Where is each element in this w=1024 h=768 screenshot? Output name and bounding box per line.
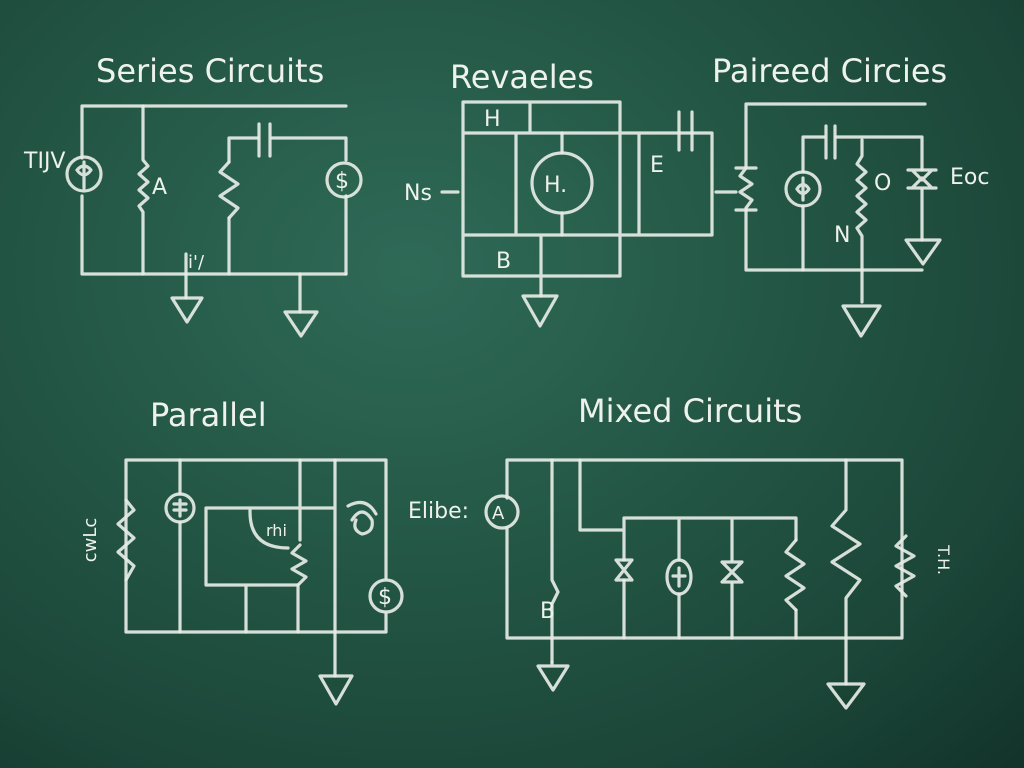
resistor-icon [116, 498, 136, 582]
ground-icon [170, 296, 204, 324]
label: O [874, 171, 891, 196]
source-glyph-icon [671, 566, 687, 588]
resistor-icon [855, 138, 868, 304]
ground-icon [521, 294, 559, 328]
ground-icon [318, 674, 354, 706]
diagram-title: Mixed Circuits [578, 392, 802, 430]
source-dollar-icon [368, 578, 404, 614]
source-dollar-icon [325, 161, 363, 199]
voltage-source-icon [65, 155, 103, 193]
wire [227, 136, 348, 276]
wire [80, 104, 348, 276]
diagram-series-circuits: Series Circuits TĲV A $ i'/ [23, 52, 363, 338]
label: Elibe: [408, 499, 469, 524]
wire [714, 102, 927, 272]
label: A [152, 175, 167, 200]
label: TĲV [23, 149, 65, 174]
source-phi-icon [784, 170, 822, 208]
diagram-mixed-circuits: Mixed Circuits Elibe: A B T.H. [408, 392, 953, 710]
wire [184, 252, 302, 314]
wire [505, 458, 904, 640]
diode-icon [614, 558, 634, 582]
label: H. [544, 173, 567, 198]
label: Eoc [950, 165, 989, 190]
phi-glyph-icon [795, 176, 811, 202]
source-glyph: A [492, 503, 505, 524]
wire [550, 458, 798, 664]
wire [801, 135, 924, 272]
diagram-parallel: Parallel cwLc rhi $ [80, 396, 404, 706]
resistor-icon [290, 543, 308, 587]
label: B [540, 599, 555, 624]
spiral-icon [346, 500, 378, 536]
source-glyph-icon [172, 498, 188, 518]
diagram-revaeles: Revaeles H H. E B Ns [404, 58, 714, 328]
label: cwLc [80, 518, 101, 563]
ground-icon [283, 310, 319, 338]
resistor-icon [734, 166, 758, 212]
label: H [484, 107, 501, 132]
label: rhi [266, 521, 287, 540]
capacitor-icon [257, 122, 272, 158]
resistor-icon [137, 104, 150, 276]
phi-glyph-icon [75, 160, 93, 190]
capacitor-icon [677, 110, 694, 152]
resistor-icon [784, 538, 806, 612]
label: i'/ [188, 252, 205, 273]
dollar-glyph: $ [335, 169, 349, 194]
diode-icon [906, 168, 938, 190]
resistor-icon [894, 534, 916, 598]
diagram-title: Parallel [150, 396, 267, 434]
diagram-title: Series Circuits [96, 52, 324, 90]
source-A-icon [484, 494, 520, 530]
dollar-glyph: $ [378, 585, 392, 610]
wire [124, 458, 388, 634]
source-icon [665, 558, 693, 596]
wire [204, 458, 337, 678]
label: T.H. [934, 544, 953, 575]
ground-icon [904, 238, 942, 266]
diagram-title: Revaeles [450, 58, 594, 96]
label: N [834, 223, 850, 248]
source-icon [164, 492, 196, 524]
resistor-icon [830, 458, 862, 686]
ground-icon [826, 682, 866, 710]
wire [461, 100, 714, 298]
label: Ns [404, 181, 432, 206]
ground-icon [536, 660, 570, 692]
ground-icon [841, 304, 882, 338]
label: B [496, 249, 511, 274]
diagram-title: Paireed Circies [712, 52, 947, 90]
resistor-icon [218, 160, 240, 220]
diode-icon [720, 560, 744, 584]
diagram-paireed-circies: Paireed Circies O Eoc N [712, 52, 989, 338]
capacitor-icon [824, 124, 837, 160]
label: E [650, 153, 664, 178]
